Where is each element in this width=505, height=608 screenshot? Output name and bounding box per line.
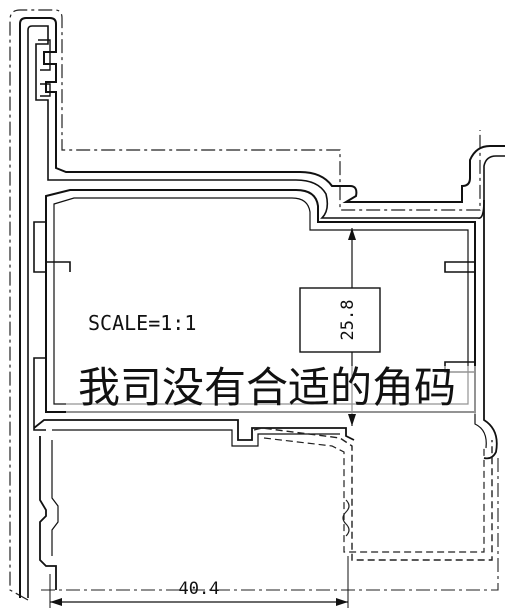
dimension-vertical-label: 25.8 — [338, 300, 358, 341]
outer-envelope-dashdot — [9, 9, 481, 601]
right-groove-top — [444, 261, 475, 273]
right-wall — [483, 200, 498, 460]
annotation-backdrop — [66, 366, 476, 414]
dimension-horizontal-label: 40.4 — [179, 579, 220, 599]
profile-inner-wall — [27, 25, 505, 598]
right-wall-inner — [474, 412, 487, 449]
lower-chamber-top-inner — [52, 429, 340, 447]
left-groove-bottom — [33, 357, 46, 431]
left-hook-detail — [38, 39, 51, 97]
left-groove-top — [33, 221, 71, 273]
accessory-dashed-outline — [253, 427, 493, 561]
profile-outer-wall — [19, 17, 505, 598]
right-envelope-dashdot — [40, 458, 499, 591]
lower-left-wall — [39, 436, 57, 590]
scale-label: SCALE=1:1 — [88, 311, 196, 335]
accessory-dashed-inner — [263, 437, 485, 553]
lower-chamber-top — [33, 419, 355, 441]
upper-chamber-inner — [53, 197, 469, 405]
dimension-vertical: 25.8 — [299, 228, 381, 426]
annotation-text: 我司没有合适的角码 — [78, 363, 456, 412]
accessory-wave — [342, 499, 350, 537]
dimension-horizontal: 40.4 — [49, 556, 349, 608]
lower-left-wall-inner — [51, 440, 59, 556]
dimension-vertical-box — [299, 287, 381, 353]
upper-chamber — [45, 189, 476, 413]
